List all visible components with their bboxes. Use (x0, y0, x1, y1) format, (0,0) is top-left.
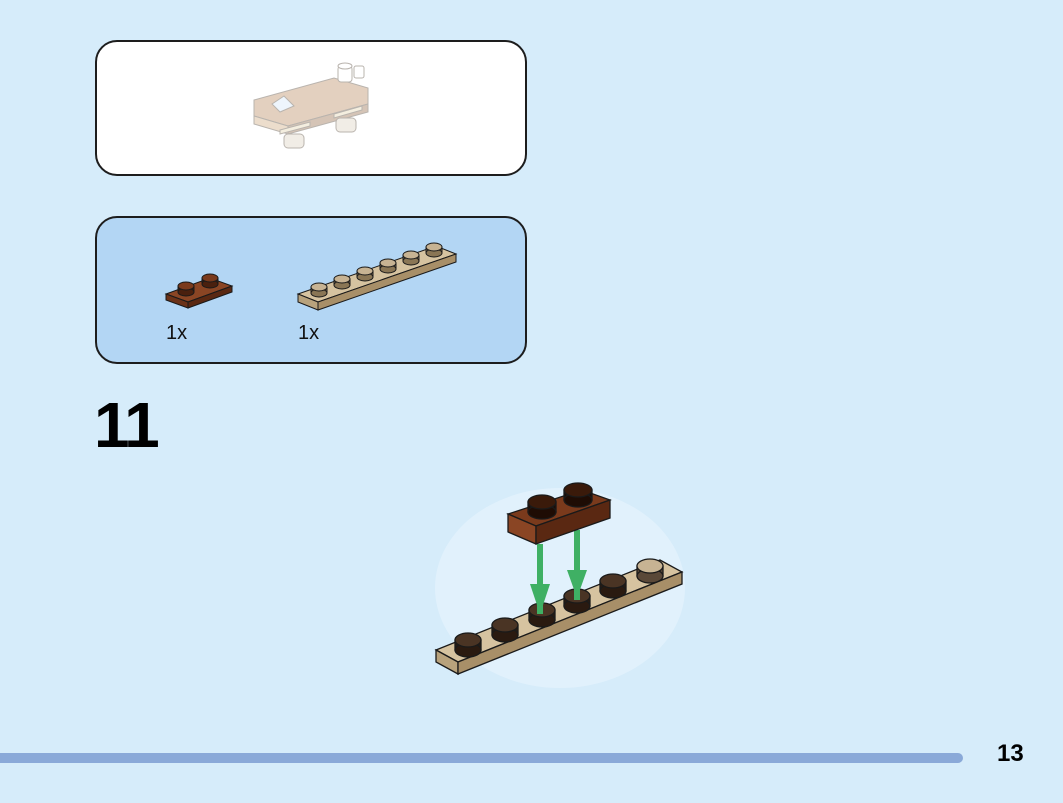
part-quantity: 1x (298, 322, 320, 344)
tan-plate-1x6-image (296, 242, 458, 311)
page-number: 13 (997, 740, 1024, 767)
previous-build-model-image (253, 62, 369, 149)
brown-plate-1x2-image (164, 273, 234, 309)
brown-plate-1x2 (506, 482, 612, 545)
tan-plate-1x6 (434, 558, 684, 676)
green-arrow-icon (530, 530, 587, 614)
progress-bar (0, 753, 963, 763)
assembly-illustration (434, 482, 685, 688)
previous-build-preview-panel (95, 40, 527, 176)
step-number: 11 (94, 389, 160, 461)
part-quantity: 1x (166, 322, 188, 344)
